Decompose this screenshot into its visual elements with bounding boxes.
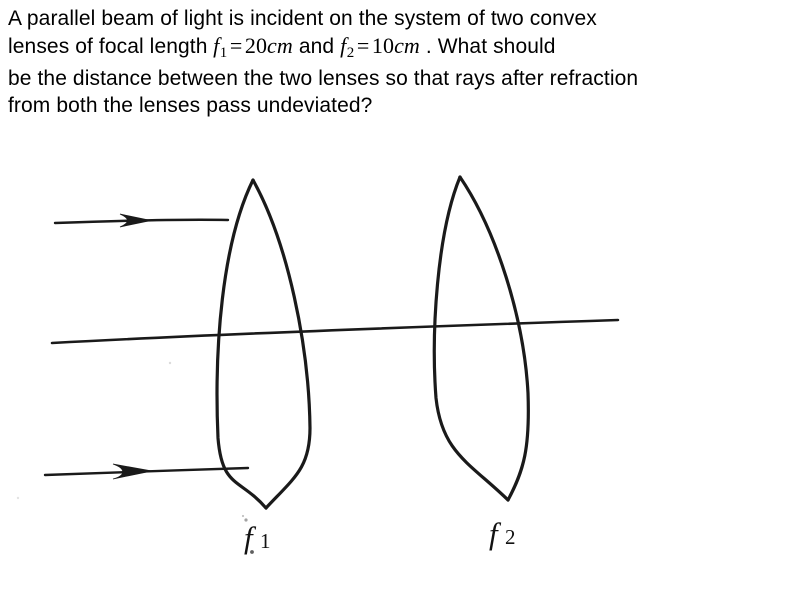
- focal-length-1-symbol: f: [213, 32, 220, 58]
- lens-2-right-surface: [458, 175, 530, 502]
- upper-incident-ray: [53, 213, 230, 228]
- lens-2-left-surface: [432, 175, 510, 502]
- optics-ray-diagram: f 1 f 2: [0, 148, 800, 610]
- focal-length-2-expression: f2=10cm: [340, 32, 420, 61]
- focal-length-1-unit: cm: [267, 32, 293, 58]
- pencil-mark-4: [16, 496, 20, 500]
- question-line-1: A parallel beam of light is incident on …: [8, 7, 597, 30]
- focal-length-1-subscript: 1: [219, 44, 228, 61]
- focal-length-2-symbol: f: [340, 32, 347, 58]
- diagram-canvas: f 1 f 2: [16, 175, 620, 555]
- lower-ray-arrowhead-icon: [112, 463, 153, 480]
- pencil-mark-2: [241, 514, 245, 518]
- pencil-mark-3: [168, 361, 172, 365]
- upper-ray-arrowhead-icon: [119, 213, 152, 228]
- focal-length-1-expression: f1=20cm: [208, 32, 293, 61]
- lower-incident-ray: [43, 463, 250, 480]
- focal-length-1-relation: =: [229, 32, 243, 58]
- lens-1-label-subscript: 1: [260, 529, 271, 553]
- question-text-block: A parallel beam of light is incident on …: [8, 6, 794, 119]
- question-line-3: be the distance between the two lenses s…: [8, 67, 639, 91]
- focal-length-2-unit: cm: [394, 32, 420, 58]
- question-line-2-suffix: . What should: [419, 34, 556, 58]
- pencil-mark-5: [250, 550, 254, 554]
- focal-length-2-relation: =: [356, 32, 370, 58]
- lens-1-right-surface: [251, 178, 312, 510]
- question-line-2-conjunction: and: [292, 34, 341, 58]
- focal-length-1-value: 20: [244, 32, 268, 58]
- principal-axis: [50, 318, 620, 345]
- lens-1: [215, 178, 312, 510]
- question-line-4: from both the lenses pass undeviated?: [8, 93, 373, 117]
- lens-1-left-surface: [215, 178, 268, 510]
- lens-1-label-symbol: f: [244, 520, 257, 555]
- lens-1-label: f 1: [244, 520, 271, 555]
- focal-length-2-value: 10: [371, 32, 395, 58]
- lens-2-label-symbol: f: [489, 516, 502, 551]
- lens-2: [432, 175, 530, 502]
- question-line-2-prefix: lenses of focal length: [8, 34, 208, 58]
- pencil-mark-1: [244, 518, 248, 522]
- lens-2-label-subscript: 2: [505, 525, 516, 549]
- focal-length-2-subscript: 2: [346, 44, 355, 61]
- lens-2-label: f 2: [489, 516, 516, 551]
- question-line-2: lenses of focal length f1=20cm and f2=10…: [8, 33, 794, 67]
